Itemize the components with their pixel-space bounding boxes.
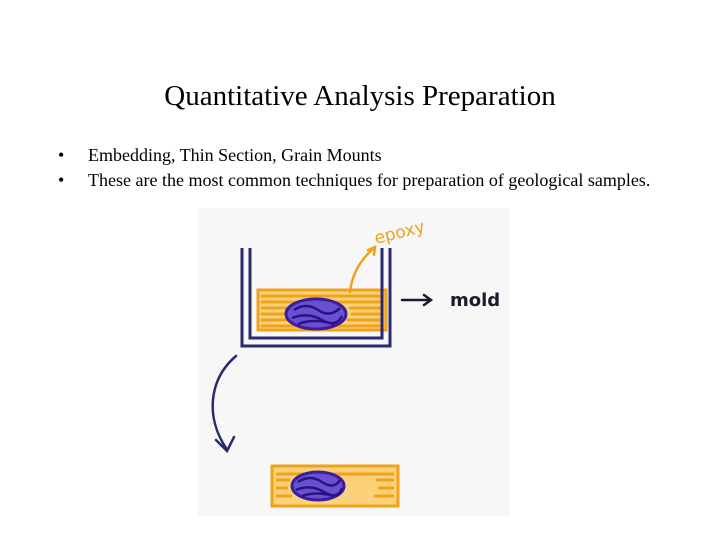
embedding-sketch-drawing: epoxy mold xyxy=(211,217,500,508)
mold-outline xyxy=(240,248,392,348)
mold-label: mold xyxy=(450,290,500,311)
epoxy-arrow xyxy=(348,244,377,294)
slide-title: Quantitative Analysis Preparation xyxy=(164,80,556,112)
embedding-sketch: epoxy mold xyxy=(198,208,510,516)
bullet-marker: • xyxy=(58,145,65,165)
bullet-item: • These are the most common techniques f… xyxy=(58,168,698,193)
rock-sample xyxy=(284,297,348,331)
epoxy-label: epoxy xyxy=(372,217,427,249)
bullet-text: These are the most common techniques for… xyxy=(88,170,651,190)
bullet-item: • Embedding, Thin Section, Grain Mounts xyxy=(58,143,698,168)
bullet-text: Embedding, Thin Section, Grain Mounts xyxy=(88,145,382,165)
embedded-sample-mount xyxy=(270,464,400,508)
mold-arrow xyxy=(400,293,434,307)
curved-down-arrow xyxy=(211,354,238,454)
bullet-marker: • xyxy=(58,170,65,190)
bullet-list: • Embedding, Thin Section, Grain Mounts … xyxy=(58,143,698,193)
